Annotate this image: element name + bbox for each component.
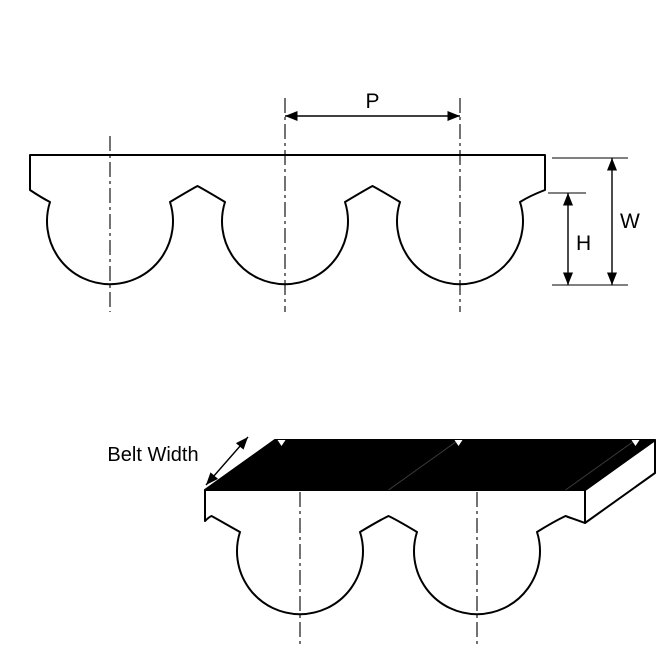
overall-height-label: W xyxy=(620,210,640,233)
top-face-joint-line-2 xyxy=(565,439,636,491)
tooth-height-label: H xyxy=(576,232,591,255)
belt-width-arrow xyxy=(205,436,249,486)
belt-iso-front-face xyxy=(204,489,586,616)
belt-iso-top-face xyxy=(204,439,656,491)
belt-profile-section xyxy=(29,154,546,286)
pitch-label: P xyxy=(365,90,379,113)
back-edge-notch-1 xyxy=(277,440,286,446)
back-edge-notch-2 xyxy=(454,440,463,446)
back-edge-notch-3 xyxy=(631,440,640,446)
top-face-joint-line-1 xyxy=(388,439,459,491)
belt-width-label: Belt Width xyxy=(107,444,198,466)
